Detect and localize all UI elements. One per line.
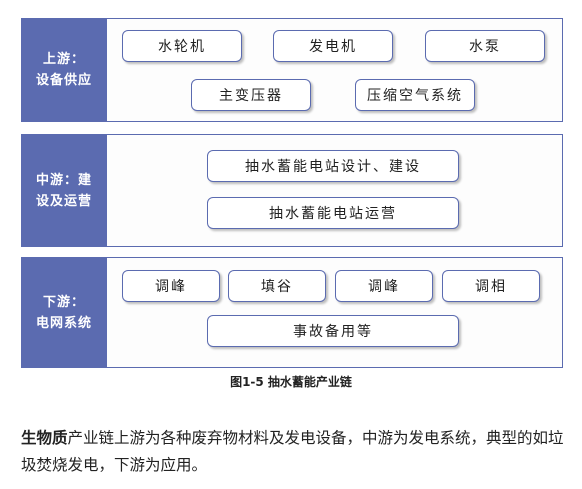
tier-upstream-body: 水轮机 发电机 水泵 主变压器 压缩空气系统 xyxy=(107,18,563,122)
node-compressed-air-system: 压缩空气系统 xyxy=(355,79,475,111)
tier-midstream: 中游：建设及运营 抽水蓄能电站设计、建设 抽水蓄能电站运营 xyxy=(21,134,563,247)
tier-downstream-label: 下游： 电网系统 xyxy=(21,257,107,368)
tier-upstream-label: 上游： 设备供应 xyxy=(21,18,107,122)
body-paragraph: 生物质产业链上游为各种废弃物材料及发电设备，中游为发电系统，典型的如垃圾焚烧发电… xyxy=(21,425,566,479)
node-peak-regulation-2: 调峰 xyxy=(335,270,433,302)
tier-label-line: 设及运营 xyxy=(35,193,92,209)
node-station-design-build: 抽水蓄能电站设计、建设 xyxy=(207,150,459,182)
node-emergency-reserve: 事故备用等 xyxy=(207,315,459,347)
node-phase-modulation: 调相 xyxy=(442,270,540,302)
node-main-transformer: 主变压器 xyxy=(191,79,311,111)
tier-label-line: 电网系统 xyxy=(35,315,92,331)
tier-label-line: 上游： xyxy=(42,52,85,67)
tier-midstream-body: 抽水蓄能电站设计、建设 抽水蓄能电站运营 xyxy=(107,134,563,247)
node-station-operation: 抽水蓄能电站运营 xyxy=(207,197,459,229)
tier-label-line: 设备供应 xyxy=(35,73,92,88)
tier-upstream: 上游： 设备供应 水轮机 发电机 水泵 主变压器 压缩空气系统 xyxy=(21,18,563,122)
tier-label-line: 下游： xyxy=(42,294,85,310)
figure-caption: 图1-5 抽水蓄能产业链 xyxy=(230,375,352,389)
paragraph-bold-term: 生物质 xyxy=(21,429,68,447)
tier-midstream-label: 中游：建设及运营 xyxy=(21,134,107,247)
tier-downstream: 下游： 电网系统 调峰 填谷 调峰 调相 事故备用等 xyxy=(21,257,563,368)
node-water-turbine: 水轮机 xyxy=(122,30,242,62)
node-generator: 发电机 xyxy=(273,30,393,62)
node-peak-regulation: 调峰 xyxy=(122,270,220,302)
tier-label-line: 中游：建 xyxy=(35,172,92,188)
node-water-pump: 水泵 xyxy=(425,30,545,62)
node-valley-filling: 填谷 xyxy=(228,270,326,302)
paragraph-text: 产业链上游为各种废弃物材料及发电设备，中游为发电系统，典型的如垃圾焚烧发电，下游… xyxy=(21,429,564,474)
tier-downstream-body: 调峰 填谷 调峰 调相 事故备用等 xyxy=(107,257,563,368)
industry-chain-diagram: 上游： 设备供应 水轮机 发电机 水泵 主变压器 压缩空气系统 中游：建设及运营 … xyxy=(21,18,563,368)
